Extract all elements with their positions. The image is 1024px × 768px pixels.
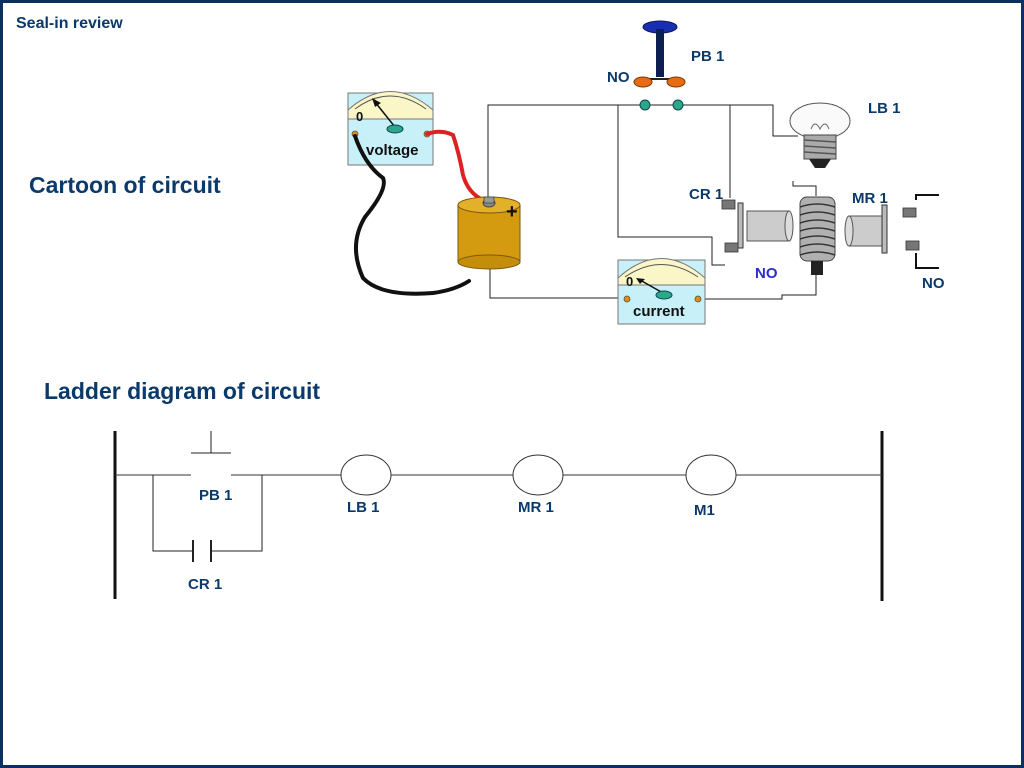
pushbutton-pb1: PB 1 NO xyxy=(607,20,724,111)
ammeter: 0 current xyxy=(617,258,706,325)
circuit-cartoon: 0 voltage + PB 1 NO xyxy=(347,20,945,325)
battery: + xyxy=(457,196,521,270)
cr1-contact: CR 1 NO xyxy=(689,186,794,282)
ladder-m1-label: M1 xyxy=(694,502,715,519)
ladder-mr1-label: MR 1 xyxy=(518,499,554,516)
cartoon-heading: Cartoon of circuit xyxy=(29,172,221,198)
cr1-label: CR 1 xyxy=(689,186,723,203)
voltmeter-label: voltage xyxy=(366,142,419,159)
slide-title: Seal-in review xyxy=(16,15,123,32)
ladder-m1-load xyxy=(685,454,737,496)
circuit-wires xyxy=(487,104,817,300)
ladder-diagram: PB 1 CR 1 LB 1 MR 1 M1 xyxy=(113,431,884,601)
battery-plus: + xyxy=(506,201,518,223)
mr1-label: MR 1 xyxy=(852,190,888,207)
ladder-pb1-contact xyxy=(191,431,231,454)
mr1-contact: MR 1 NO xyxy=(844,190,945,292)
ladder-lb1-label: LB 1 xyxy=(347,499,380,516)
relay-coil xyxy=(799,196,836,275)
pb1-no-label: NO xyxy=(607,69,630,86)
ammeter-zero: 0 xyxy=(626,274,633,289)
mr1-no-label: NO xyxy=(922,275,945,292)
pb1-label: PB 1 xyxy=(691,48,724,65)
red-probe-lead xyxy=(425,129,485,202)
cr1-no-label: NO xyxy=(755,265,778,282)
ladder-mr1-load xyxy=(512,454,564,496)
ladder-cr1-label: CR 1 xyxy=(188,576,222,593)
ladder-heading: Ladder diagram of circuit xyxy=(44,378,321,404)
ladder-cr1-branch xyxy=(152,475,263,562)
black-probe-lead xyxy=(353,134,471,296)
ammeter-label: current xyxy=(633,303,685,320)
voltmeter-zero: 0 xyxy=(356,109,363,124)
lb1-label: LB 1 xyxy=(868,100,901,117)
ladder-pb1-label: PB 1 xyxy=(199,487,232,504)
light-bulb-lb1: LB 1 xyxy=(789,100,901,168)
ladder-lb1-load xyxy=(340,454,392,496)
